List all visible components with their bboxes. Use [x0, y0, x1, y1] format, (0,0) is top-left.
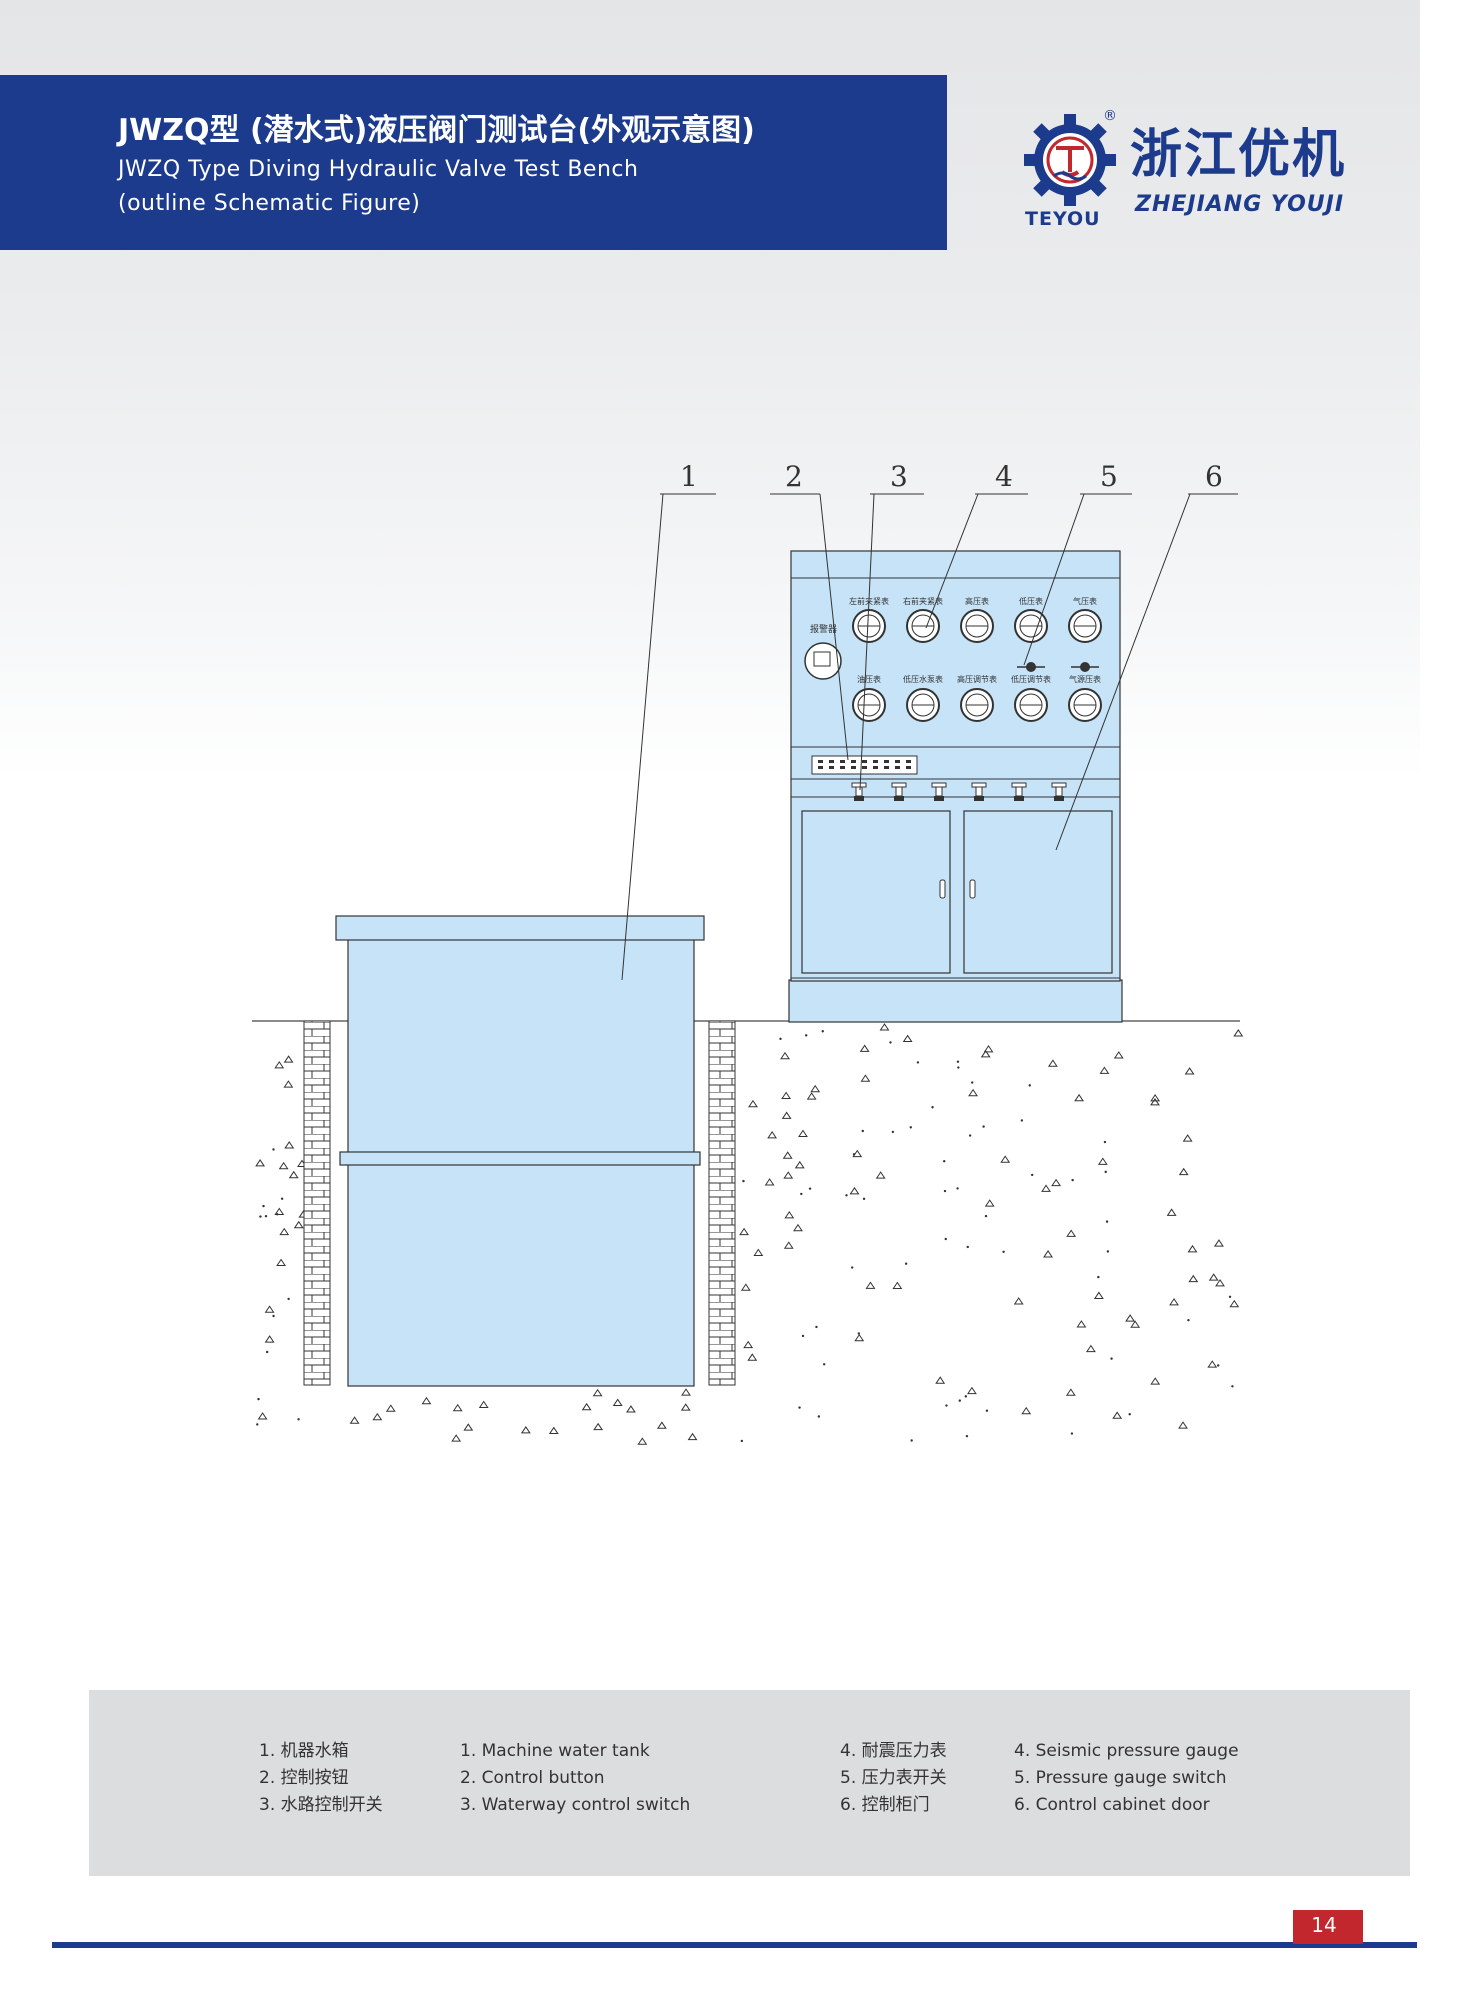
legend-item: 4. 耐震压力表: [840, 1741, 947, 1761]
control-button: [840, 760, 845, 763]
legend-item: 4. Seismic pressure gauge: [1014, 1741, 1239, 1761]
waterway-control-switch: [1051, 782, 1067, 801]
title-banner: JWZQ型 (潜水式)液压阀门测试台(外观示意图) JWZQ Type Divi…: [0, 75, 947, 250]
control-button: [884, 760, 889, 763]
waterway-control-switch: [1011, 782, 1027, 801]
cabinet-door-left: [801, 810, 951, 974]
pressure-gauge: [1068, 688, 1102, 722]
legend-col-en-1: 1. Machine water tank 2. Control button …: [460, 1738, 690, 1819]
pressure-gauge: [960, 609, 994, 643]
brand-name-en: ZHEJIANG YOUJI: [1135, 192, 1345, 217]
page-number-tab: [1293, 1910, 1363, 1944]
legend-item: 1. Machine water tank: [460, 1741, 650, 1761]
legend-item: 2. 控制按钮: [259, 1768, 349, 1788]
waterway-control-switch: [971, 782, 987, 801]
gauge-switch: [1071, 662, 1099, 672]
waterway-control-switch: [851, 782, 867, 801]
legend-panel: 1. 机器水箱 2. 控制按钮 3. 水路控制开关 1. Machine wat…: [89, 1690, 1410, 1876]
legend-item: 5. 压力表开关: [840, 1768, 947, 1788]
pressure-gauge: [852, 688, 886, 722]
callout-3: 3: [890, 460, 908, 493]
pressure-gauge: [906, 688, 940, 722]
gauge-label: 低压调节表: [1011, 674, 1051, 684]
control-button: [829, 760, 834, 763]
gauge-label: 气源压表: [1069, 674, 1101, 684]
callout-1: 1: [680, 460, 698, 493]
control-button: [818, 760, 823, 763]
control-button: [818, 766, 823, 769]
callout-5: 5: [1100, 460, 1118, 493]
callout-leaders: [621, 493, 1238, 981]
gauge-switch: [1017, 662, 1045, 672]
registered-mark: ®: [1103, 108, 1117, 124]
legend-item: 1. 机器水箱: [259, 1741, 349, 1761]
control-button: [851, 766, 856, 769]
pressure-gauge: [1068, 609, 1102, 643]
callout-4: 4: [995, 460, 1013, 493]
gauge-label: 油压表: [857, 674, 881, 684]
legend-col-en-2: 4. Seismic pressure gauge 5. Pressure ga…: [1014, 1738, 1239, 1819]
waterway-control-switch: [931, 782, 947, 801]
gauge-label: 高压调节表: [957, 674, 997, 684]
control-button: [851, 760, 856, 763]
pressure-gauge: [1014, 609, 1048, 643]
legend-item: 5. Pressure gauge switch: [1014, 1768, 1227, 1788]
gear-logo-icon: [1024, 114, 1116, 206]
brand-sub-label: TEYOU: [1025, 208, 1101, 230]
page-number: 14: [1311, 1913, 1337, 1937]
control-cabinet: 报警器 左前夹紧表右前夹紧表高压表低压表气压表油压表低压水泵表高压调节表低压调节…: [788, 550, 1123, 1023]
alarm-gauge: [804, 642, 842, 680]
legend-item: 6. 控制柜门: [840, 1795, 930, 1815]
gauge-label: 低压表: [1019, 596, 1043, 606]
legend-item: 3. 水路控制开关: [259, 1795, 383, 1815]
legend-col-cn-2: 4. 耐震压力表 5. 压力表开关 6. 控制柜门: [840, 1738, 947, 1819]
control-button: [873, 766, 878, 769]
control-button: [895, 760, 900, 763]
control-button-strip: [811, 755, 918, 775]
gauge-label: 高压表: [965, 596, 989, 606]
control-button: [906, 760, 911, 763]
page-title-en-line2: (outline Schematic Figure): [118, 191, 421, 216]
legend-col-cn-1: 1. 机器水箱 2. 控制按钮 3. 水路控制开关: [259, 1738, 383, 1819]
control-button: [829, 766, 834, 769]
gauge-label: 右前夹紧表: [903, 596, 943, 606]
control-button: [862, 760, 867, 763]
cabinet-door-right: [963, 810, 1113, 974]
pressure-gauge: [1014, 688, 1048, 722]
door-handle-left: [939, 879, 946, 899]
control-button: [906, 766, 911, 769]
brand-name-cn: 浙江优机: [1130, 125, 1347, 185]
page-title-cn: JWZQ型 (潜水式)液压阀门测试台(外观示意图): [118, 113, 755, 148]
alarm-label: 报警器: [810, 623, 837, 635]
company-logo: ® 浙江优机 ZHEJIANG YOUJI TEYOU: [1015, 100, 1375, 240]
gauge-label: 气压表: [1073, 596, 1097, 606]
soil-pattern: [255, 1023, 1244, 1445]
page-title-en-line1: JWZQ Type Diving Hydraulic Valve Test Be…: [118, 157, 639, 182]
pressure-gauge: [906, 609, 940, 643]
control-button: [840, 766, 845, 769]
callout-6: 6: [1205, 460, 1223, 493]
footer-rule: [52, 1942, 1417, 1948]
legend-item: 6. Control cabinet door: [1014, 1795, 1210, 1815]
control-button: [862, 766, 867, 769]
pressure-gauge: [960, 688, 994, 722]
callout-2: 2: [785, 460, 803, 493]
door-handle-right: [969, 879, 976, 899]
legend-item: 2. Control button: [460, 1768, 605, 1788]
control-button: [873, 760, 878, 763]
waterway-control-switch: [891, 782, 907, 801]
legend-item: 3. Waterway control switch: [460, 1795, 691, 1815]
pit-wall-left: [303, 1020, 331, 1386]
test-bench-diagram: 报警器 左前夹紧表右前夹紧表高压表低压表气压表油压表低压水泵表高压调节表低压调节…: [252, 460, 1244, 1445]
pit-wall-right: [708, 1020, 736, 1386]
gauge-label: 低压水泵表: [903, 674, 943, 684]
control-button: [884, 766, 889, 769]
control-button: [895, 766, 900, 769]
machine-water-tank: [335, 915, 705, 1387]
pressure-gauge: [852, 609, 886, 643]
